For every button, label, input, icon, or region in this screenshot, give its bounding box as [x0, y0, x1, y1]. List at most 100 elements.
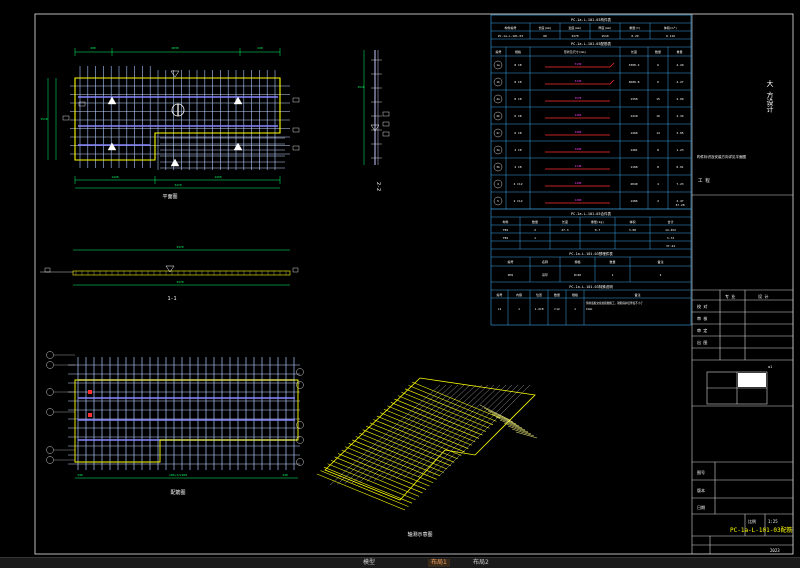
table2-len: 1481: [630, 148, 637, 152]
table2-len: 3600.8: [629, 80, 640, 84]
table2-len: 1410: [630, 114, 637, 118]
iso-rebar-corner: [515, 431, 538, 439]
iso-rebar-b: [359, 384, 465, 483]
table2-len: 2040: [630, 182, 637, 186]
table2-len: 3300.2: [629, 63, 640, 67]
iso-rebar-a: [359, 432, 448, 470]
table2-dim: 1570: [575, 96, 582, 100]
date-label: 日期: [697, 504, 705, 510]
table5-header: 备注: [634, 292, 640, 297]
iso-rebar-corner: [495, 416, 523, 429]
table2-id: 3a: [496, 148, 500, 152]
rebar-id-bubble: [493, 111, 503, 121]
table2-wt: 4.27: [676, 80, 683, 84]
table2-qty: 6: [657, 80, 659, 84]
table2-dim: 1490: [575, 198, 582, 202]
table2-wt: 3.05: [676, 131, 683, 135]
iso-rebar-a: [348, 443, 437, 480]
iso-rebar-a: [362, 429, 451, 466]
table2-id: 5: [497, 199, 499, 203]
table2-wt: 7.23: [676, 182, 683, 186]
rebar-callout-bubble: [46, 446, 54, 454]
plan-dim-text: 2830: [171, 46, 178, 50]
iso-rebar-b: [395, 384, 495, 480]
company-name: 大 方设计: [766, 79, 774, 113]
rebar-layout: 340 100+17x200 240: [46, 351, 304, 479]
table4-cell: 吊环: [542, 273, 548, 277]
table3-cell: 0.7: [595, 228, 601, 232]
table5-note-line2: 15mm: [586, 307, 593, 311]
iso-rebar-a: [345, 446, 434, 484]
table2-qty: 16: [656, 114, 660, 118]
section11-outline: [72, 270, 291, 276]
section11-dim-text: 3470: [176, 280, 183, 284]
iso-rebar-a: [397, 395, 487, 432]
table2-qty: 8: [657, 165, 659, 169]
section22-tag: [382, 131, 390, 137]
section-marker: [170, 70, 180, 78]
rebar-tag: [78, 101, 86, 107]
table2-wt: 0.91: [676, 165, 683, 169]
table1-cell: 60: [543, 34, 547, 38]
title-block-col-b: 设 计: [758, 293, 768, 299]
plan-dim-text: 1450: [214, 175, 221, 179]
title-block-row-3: 校 对: [697, 303, 707, 309]
lifting-point-marker: [107, 96, 117, 105]
table3-header: 合计: [667, 219, 673, 224]
iso-rebar-a: [341, 449, 430, 487]
table2-header: 形状及尺寸(mm): [564, 49, 586, 54]
table2-id: 4: [497, 182, 499, 186]
table1-title: PC-1a-L-101-03构件表: [571, 17, 612, 22]
layout-tab-bar: 模型 布局1 布局2: [0, 557, 800, 568]
rebar-dim-text: 340: [77, 473, 83, 477]
layout-tab-1[interactable]: 布局1: [428, 559, 450, 567]
iso-rebar-b: [425, 384, 519, 477]
iso-rebar-a: [316, 473, 406, 511]
lifting-point-marker: [107, 142, 117, 151]
table1-header: 厚度(mm): [598, 25, 611, 30]
side-note-right: 构件标识及安装方向详见平面图: [697, 154, 746, 159]
table2-header: 长度: [631, 49, 637, 54]
rebar-id-bubble: [493, 77, 503, 87]
section22-dim-text: 1510: [357, 85, 364, 89]
iso-rebar-b: [403, 384, 501, 479]
table5-cell: 1: [518, 307, 520, 311]
table5-title: PC-1a-L-101-03特殊说明: [569, 284, 613, 289]
table2-dim: 1140: [575, 164, 582, 168]
table-outline: [490, 14, 692, 326]
table4-header: 备注: [657, 259, 663, 264]
table3-header: 构件: [502, 219, 508, 224]
lifting-point-marker: [233, 142, 243, 151]
rebar-dim-text: 100+17x200: [169, 473, 187, 477]
section22-tag: [382, 121, 390, 127]
iso-rebar-a: [411, 381, 501, 419]
section22-marker: [370, 124, 380, 132]
table2-dim: 3130: [575, 62, 582, 66]
layout-tab-model[interactable]: 模型: [363, 559, 376, 566]
plan-dim-text: 1420: [111, 175, 118, 179]
table3-cell: TB1: [503, 236, 509, 240]
table2-dim: 1490: [575, 181, 582, 185]
table4-header: 名称: [542, 259, 548, 264]
table1-cell: 1510: [601, 34, 608, 38]
title-block-row-6: 出 图: [697, 339, 707, 345]
table5-header: 内容: [516, 292, 522, 297]
layout-tab-2[interactable]: 布局2: [473, 559, 489, 566]
plan-dim-text: 1510: [40, 117, 47, 121]
table2-spec: 8 C8: [514, 97, 521, 101]
table2-wt: 2.47: [676, 199, 683, 203]
rebar-dim-text: 240: [282, 473, 288, 477]
table4-cell: 1: [612, 273, 614, 277]
table2-len: 1486: [630, 199, 637, 203]
table2-spec: 2 C8: [514, 165, 521, 169]
table2-spec: 8 C8: [514, 80, 521, 84]
table5-header: 数量: [554, 292, 560, 297]
table2-header: 重量: [676, 49, 682, 54]
table3-header: 体积: [629, 219, 635, 224]
table3-header: 重量(kg): [591, 219, 604, 224]
rebar-id-bubble: [493, 128, 503, 138]
iso-rebar-corner: [479, 404, 511, 421]
table4-header: 规格: [574, 259, 580, 264]
